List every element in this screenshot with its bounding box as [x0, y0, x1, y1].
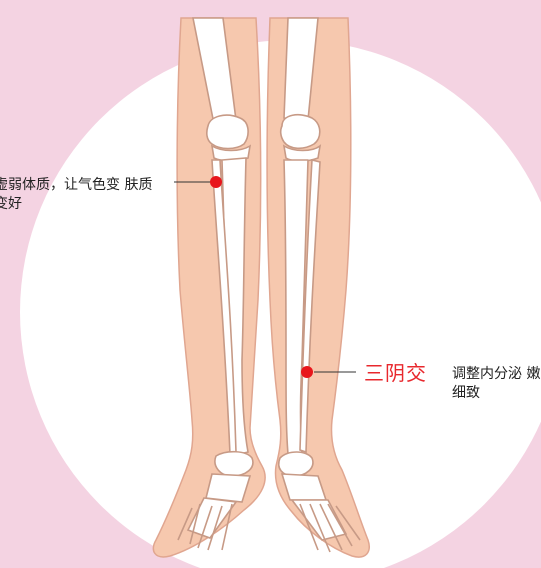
- acupoint-name: 三阴交: [364, 361, 427, 385]
- acupoint-marker-icon: [210, 176, 222, 188]
- left-point-description: 虚弱体质，让气色变 肤质变好: [0, 176, 164, 214]
- right-point-description: 调整内分泌 嫩细致: [452, 365, 541, 403]
- acupoint-marker-icon: [301, 366, 313, 378]
